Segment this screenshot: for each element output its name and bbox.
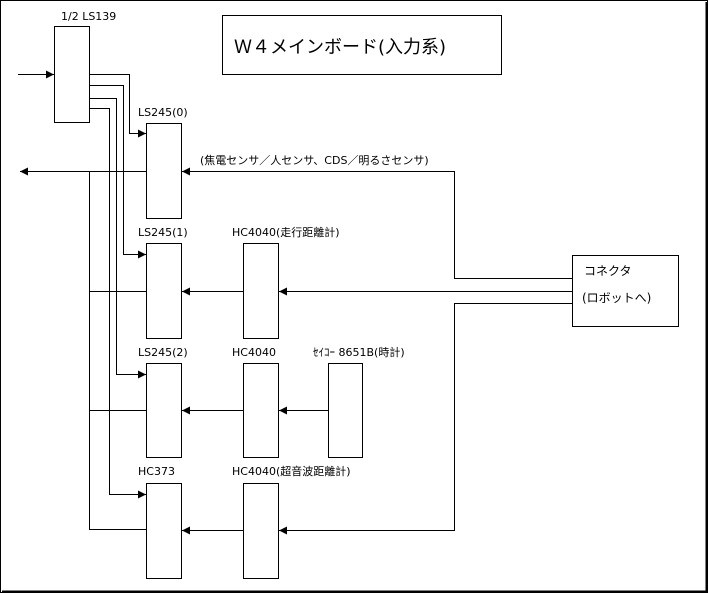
label-ls139: 1/2 LS139 — [61, 10, 116, 23]
label-ls245-2: LS245(2) — [138, 346, 188, 359]
label-seiko: ｾｲｺｰ 8651B(時計) — [313, 345, 405, 359]
chip-ls139 — [54, 26, 90, 123]
label-hc373: HC373 — [138, 465, 175, 478]
connector-label-2: (ロボットへ) — [582, 291, 651, 305]
chip-ls245-0 — [146, 123, 182, 219]
label-ls245-0: LS245(0) — [138, 106, 188, 119]
label-hc4040-2: HC4040 — [232, 346, 276, 359]
chip-hc373 — [146, 483, 182, 579]
chip-seiko — [328, 363, 363, 458]
wire-dec-ls245-1 — [89, 85, 146, 259]
connector-label-1: コネクタ — [584, 264, 632, 278]
wire-connector-sensors — [182, 167, 572, 279]
chip-hc4040-2 — [243, 363, 279, 458]
title-box — [222, 15, 502, 75]
wire-dec-ls245-2 — [89, 98, 146, 379]
label-hc4040-1: HC4040(走行距離計) — [232, 225, 340, 239]
title-text: Ｗ４メインボード(入力系) — [234, 37, 446, 58]
chip-hc4040-1 — [243, 243, 279, 339]
wire-connector-hc4040-3 — [279, 303, 572, 535]
label-sensors: (焦電センサ／人センサ、CDS／明るさセンサ) — [200, 154, 429, 167]
label-hc4040-3: HC4040(超音波距離計) — [232, 464, 351, 478]
chip-ls245-2 — [146, 363, 182, 458]
chip-hc4040-3 — [243, 483, 279, 579]
wire-dec-hc373 — [89, 108, 146, 499]
connector-box — [572, 255, 679, 327]
label-ls245-1: LS245(1) — [138, 226, 188, 239]
wire-dec-ls245-0 — [89, 74, 146, 138]
chip-ls245-1 — [146, 243, 182, 339]
